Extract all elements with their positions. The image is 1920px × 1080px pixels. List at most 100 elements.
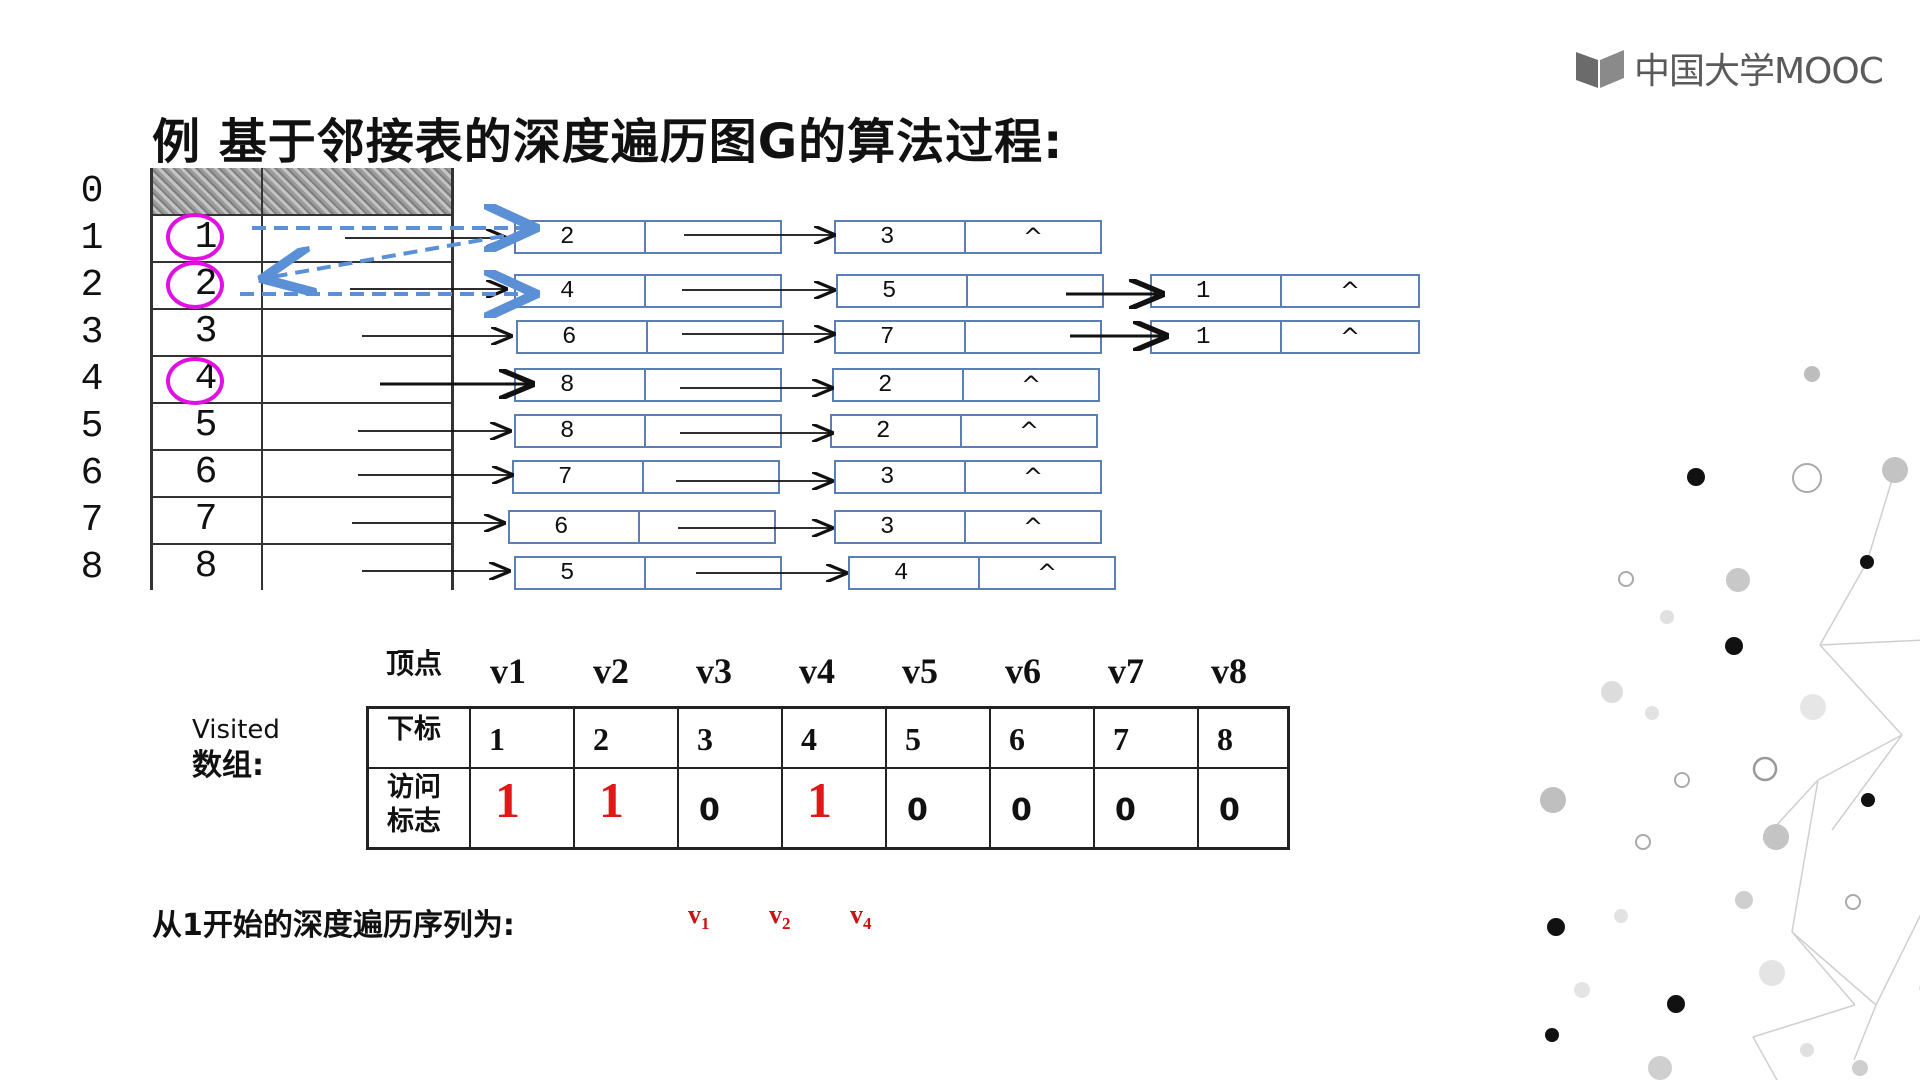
vertex-cell-5: 5 xyxy=(194,404,218,447)
visited-label-en: Visited xyxy=(192,715,280,745)
index-5: 5 xyxy=(80,405,104,448)
visited-label: Visited 数组: xyxy=(192,712,280,784)
vertex-cell-7: 7 xyxy=(194,498,218,541)
visited-flag-value: 0 xyxy=(1219,793,1240,828)
adj-node-1-2: 3^ xyxy=(834,220,1102,254)
null-pointer-icon: ^ xyxy=(1022,223,1044,251)
index-8: 8 xyxy=(80,546,104,589)
sequence-item-subscript: 2 xyxy=(782,914,791,934)
visited-flag-value: 0 xyxy=(1115,793,1136,828)
adj-node-data: 3 xyxy=(836,512,966,542)
adj-node-data: 1 xyxy=(1152,322,1282,352)
adj-node-data: 6 xyxy=(510,512,640,542)
sequence-item-1: v1 xyxy=(688,900,710,934)
index-3: 3 xyxy=(80,311,104,354)
null-pointer-icon: ^ xyxy=(1020,371,1042,399)
vertex-cell-8: 8 xyxy=(194,545,218,588)
visited-flag-cell-1: 1 xyxy=(473,769,575,847)
vertex-header-8: v8 xyxy=(1211,651,1247,691)
adj-node-4-2: 2^ xyxy=(832,368,1100,402)
vertex-header-5: v5 xyxy=(902,651,938,691)
subscript-value: 4 xyxy=(801,721,817,757)
decorative-network xyxy=(1540,366,1920,1080)
adj-node-7-2: 3^ xyxy=(834,510,1102,544)
vertex-table-row-line xyxy=(153,308,451,310)
visited-flag-value: 0 xyxy=(699,793,720,828)
adj-node-3-1: 6 xyxy=(516,320,784,354)
subscript-value: 1 xyxy=(489,721,505,757)
vertex-cell-6: 6 xyxy=(194,451,218,494)
adj-node-data: 1 xyxy=(1152,276,1282,306)
index-6: 6 xyxy=(80,452,104,495)
subscript-value: 2 xyxy=(593,721,609,757)
book-icon xyxy=(1576,50,1624,88)
subscript-cell-6: 6 xyxy=(993,709,1095,767)
sequence-label: 从1开始的深度遍历序列为: xyxy=(152,908,515,943)
vertex-header-7: v7 xyxy=(1108,651,1144,691)
adj-node-data: 3 xyxy=(836,222,966,252)
adj-node-data: 5 xyxy=(838,276,968,306)
subscript-cell-8: 8 xyxy=(1201,709,1303,767)
subscript-value: 6 xyxy=(1009,721,1025,757)
visited-flag-cell-6: 0 xyxy=(993,769,1095,847)
adj-node-data: 2 xyxy=(834,370,964,400)
null-pointer-icon: ^ xyxy=(1339,277,1361,305)
subscript-value: 3 xyxy=(697,721,713,757)
adj-node-6-1: 7 xyxy=(512,460,780,494)
row-label-subscript: 下标 xyxy=(369,709,471,767)
visited-flag-cell-8: 0 xyxy=(1201,769,1303,847)
subscript-cell-5: 5 xyxy=(889,709,991,767)
adj-node-data: 8 xyxy=(516,416,646,446)
visited-flag-value: 1 xyxy=(599,772,624,828)
index-0: 0 xyxy=(80,170,104,213)
adj-node-8-2: 4^ xyxy=(848,556,1116,590)
visited-row-divider xyxy=(369,767,1287,769)
adj-node-7-1: 6 xyxy=(508,510,776,544)
adj-node-data: 2 xyxy=(516,222,646,252)
null-pointer-icon: ^ xyxy=(1036,559,1058,587)
adj-node-data: 6 xyxy=(518,322,648,352)
vertex-cell-3: 3 xyxy=(194,310,218,353)
visited-flag-cell-5: 0 xyxy=(889,769,991,847)
logo-text: 中国大学MOOC xyxy=(1634,51,1884,92)
visited-flag-value: 1 xyxy=(495,772,520,828)
subscript-cell-3: 3 xyxy=(681,709,783,767)
adj-node-5-1: 8 xyxy=(514,414,782,448)
sequence-item-letter: v xyxy=(850,900,863,929)
index-4: 4 xyxy=(80,358,104,401)
row-label-text: 下标 xyxy=(387,714,441,745)
vertex-header-3: v3 xyxy=(696,651,732,691)
vertex-table-row-line xyxy=(153,449,451,451)
vertex-table-row-line xyxy=(153,214,451,216)
visited-flag-value: 1 xyxy=(807,772,832,828)
subscript-value: 7 xyxy=(1113,721,1129,757)
adj-node-data: 3 xyxy=(836,462,966,492)
vertex-header-1: v1 xyxy=(490,651,526,691)
vertex-table-row-line xyxy=(153,355,451,357)
adj-node-6-2: 3^ xyxy=(834,460,1102,494)
adj-node-2-2: 5 xyxy=(836,274,1104,308)
vertex-header-4: v4 xyxy=(799,651,835,691)
subscript-value: 5 xyxy=(905,721,921,757)
visited-flag-value: 0 xyxy=(1011,793,1032,828)
subscript-cell-2: 2 xyxy=(577,709,679,767)
visited-flag-value: 0 xyxy=(907,793,928,828)
subscript-value: 8 xyxy=(1217,721,1233,757)
adj-node-data: 2 xyxy=(832,416,962,446)
null-pointer-icon: ^ xyxy=(1022,513,1044,541)
index-2: 2 xyxy=(80,264,104,307)
adj-node-data: 8 xyxy=(516,370,646,400)
sequence-item-subscript: 1 xyxy=(701,914,710,934)
vertex-table-header-row xyxy=(153,168,451,214)
dashed-arrow-back-to-2 xyxy=(266,234,505,278)
adj-node-data: 7 xyxy=(514,462,644,492)
sequence-item-letter: v xyxy=(688,900,701,929)
vertex-table-divider xyxy=(261,168,263,590)
logo: 中国大学MOOC xyxy=(1574,44,1884,92)
index-1: 1 xyxy=(80,217,104,260)
sequence-item-2: v2 xyxy=(769,900,791,934)
null-pointer-icon: ^ xyxy=(1339,323,1361,351)
vertex-header-6: v6 xyxy=(1005,651,1041,691)
